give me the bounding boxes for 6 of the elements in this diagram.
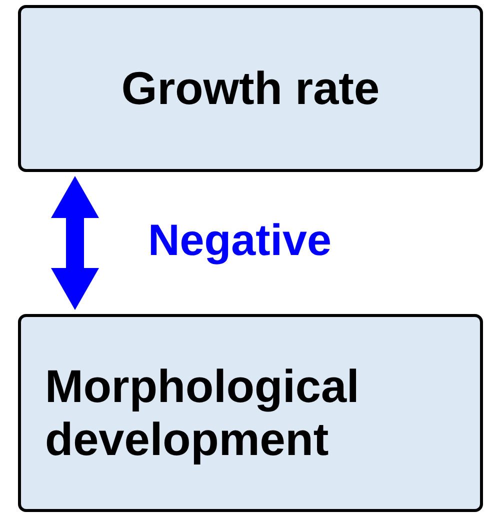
process-box: [18, 314, 483, 512]
box-text: Growth rate: [120, 62, 381, 115]
box-text: Morphological development: [45, 360, 360, 466]
process-box: [18, 5, 483, 172]
edge-label: Negative: [148, 219, 332, 263]
double-arrow: [51, 176, 99, 310]
